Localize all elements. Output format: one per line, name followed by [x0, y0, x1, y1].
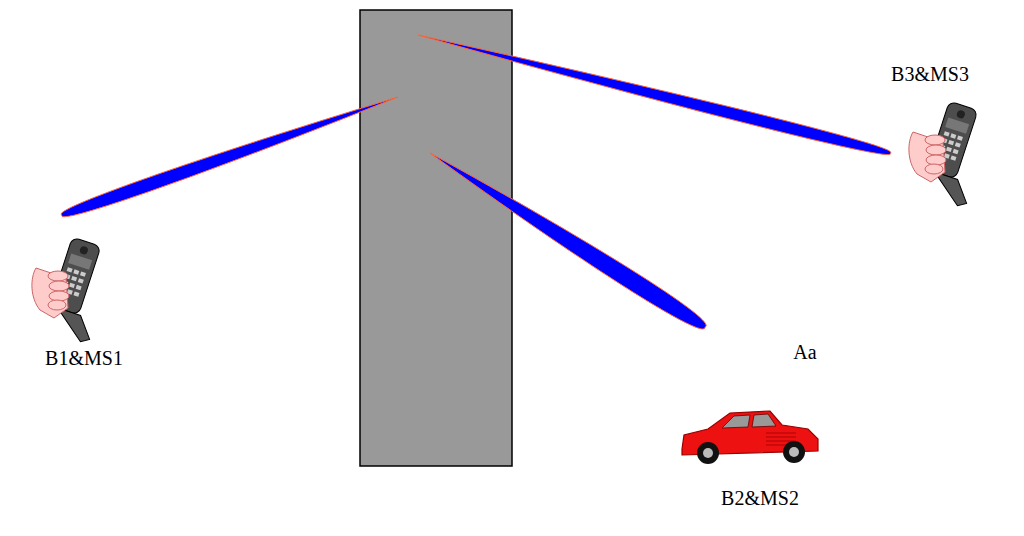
car — [682, 411, 818, 464]
mobile-phone — [909, 101, 995, 208]
beam-group — [61, 35, 891, 329]
antenna-beam — [61, 97, 398, 217]
antenna-array — [360, 10, 512, 466]
station-label: B3&MS3 — [891, 62, 969, 86]
antenna-beam — [418, 35, 891, 155]
beam-label: Aa — [793, 340, 816, 364]
mobile-phone — [32, 237, 118, 344]
station-label: B2&MS2 — [721, 486, 799, 510]
station-label: B1&MS1 — [45, 346, 123, 370]
antenna-beam — [430, 153, 706, 329]
